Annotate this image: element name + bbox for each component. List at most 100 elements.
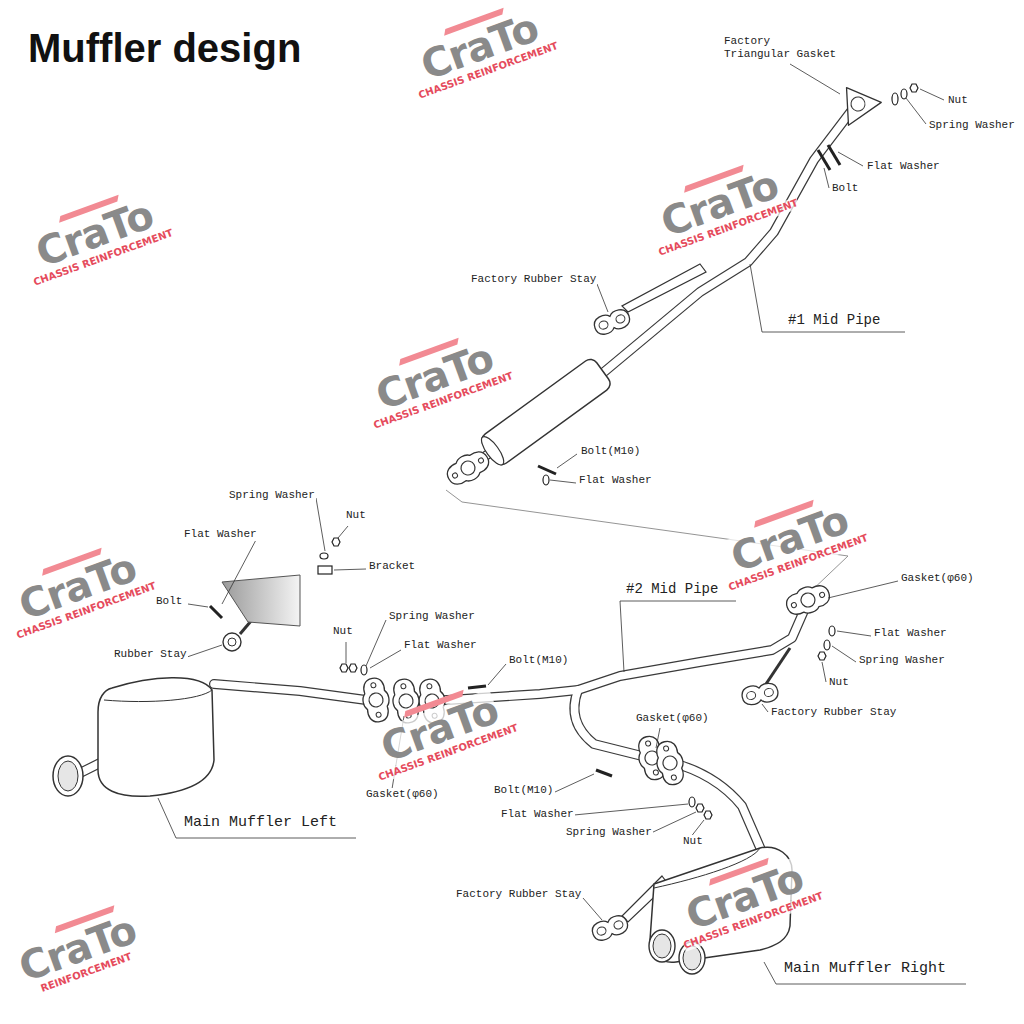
hardware [332, 538, 340, 546]
leader-line [366, 620, 386, 666]
hardware [892, 93, 898, 105]
part-label: Spring Washer [565, 826, 653, 839]
hardware [468, 686, 486, 688]
leader-line [574, 804, 688, 815]
leader-line [158, 64, 966, 984]
main-muffler [649, 930, 675, 962]
leader-line [790, 64, 840, 94]
leader-line [338, 526, 348, 538]
part-label: Nut [947, 94, 969, 107]
part-label: Flat Washer [578, 474, 653, 487]
rubber-stay [741, 682, 780, 706]
watermark: CraToCHASSIS REINFORCEMENT [640, 152, 799, 258]
hardware [596, 770, 612, 776]
leader-line [620, 601, 736, 672]
leader-line [837, 631, 871, 636]
part-label: Factory Rubber Stay [770, 706, 897, 719]
part-label: Bolt [155, 595, 183, 608]
watermark: CraToCHASSIS REINFORCEMENT [400, 0, 559, 101]
hardware [828, 145, 840, 165]
flange [359, 76, 881, 787]
leader-line [750, 264, 905, 332]
hardware [704, 811, 712, 819]
rubber-stay [228, 638, 236, 646]
hardware [361, 665, 367, 675]
hardware [320, 553, 328, 559]
exhaust-pipe [604, 110, 852, 372]
part-label: Nut [332, 625, 354, 638]
part-label: Flat Washer [403, 639, 478, 652]
part-label: Rubber Stay [113, 648, 188, 661]
bracket-arm [622, 264, 706, 312]
main-muffler [53, 756, 83, 796]
exhaust-pipe [214, 684, 366, 700]
part-label: Factory Triangular Gasket [723, 35, 841, 60]
rubber-stay [223, 307, 779, 943]
flange [783, 580, 833, 619]
leader-line [920, 89, 944, 100]
rubber-stay [592, 307, 632, 337]
leader-line [906, 98, 926, 124]
hardware [818, 150, 830, 170]
watermark: CraToCHASSIS REINFORCEMENT [710, 487, 869, 593]
hardware [340, 664, 348, 672]
part-label: Flat Washer [500, 808, 575, 821]
hardware [318, 566, 332, 574]
hardware [901, 89, 907, 99]
flange [359, 676, 392, 724]
main-muffler [104, 690, 212, 702]
leader-line [334, 569, 366, 570]
leader-line [824, 168, 829, 188]
leader-line [316, 498, 325, 551]
leader-line [838, 152, 863, 166]
hardware [543, 475, 549, 485]
main-muffler [98, 678, 214, 797]
rubber-stay [223, 633, 241, 651]
hardware [210, 606, 222, 618]
exhaust-pipe [604, 110, 852, 372]
part-label: Gasket(φ60) [900, 572, 975, 585]
watermark: CraToREINFORCEMENT [11, 901, 145, 998]
part-label: Bolt(M10) [493, 784, 554, 797]
leader-line [555, 774, 594, 792]
part-label: Nut [682, 835, 704, 848]
leader-line [557, 454, 577, 468]
part-label: Flat Washer [866, 160, 941, 173]
leader-line [188, 604, 208, 607]
watermark: CraToCHASSIS REINFORCEMENT [0, 535, 158, 641]
leader-line [158, 798, 356, 838]
leader-line [822, 662, 826, 682]
part-label: Gasket(φ60) [365, 788, 440, 801]
flange [652, 738, 689, 787]
leader-line [187, 645, 222, 657]
part-label: Spring Washer [858, 654, 946, 667]
hardware [824, 640, 830, 650]
main-muffler [58, 761, 78, 791]
leader-line [656, 728, 660, 748]
watermark: CraToCHASSIS REINFORCEMENT [15, 182, 174, 288]
hardware [538, 466, 556, 474]
flange [830, 76, 881, 125]
part-label: Spring Washer [388, 610, 476, 623]
exhaust-pipe [214, 684, 366, 700]
diagram-title: Muffler design [28, 26, 301, 70]
leader-line [597, 284, 608, 312]
leader-line [832, 646, 856, 662]
hardware [818, 652, 826, 660]
part-label: Factory Rubber Stay [470, 273, 597, 286]
part-label: Bolt(M10) [508, 654, 569, 667]
leader-line [488, 664, 506, 685]
leader-line [762, 704, 768, 712]
hardware [349, 664, 357, 672]
part-label: Flat Washer [183, 528, 258, 541]
hardware [689, 797, 695, 807]
leader-line [370, 650, 401, 668]
main-muffler [53, 678, 792, 974]
main-muffler [653, 934, 671, 958]
part-label: Spring Washer [228, 489, 316, 502]
component-label: #1 Mid Pipe [787, 312, 881, 328]
component-label: #2 Mid Pipe [625, 581, 719, 597]
part-label: Nut [828, 676, 850, 689]
component-label: Main Muffler Left [183, 814, 338, 831]
